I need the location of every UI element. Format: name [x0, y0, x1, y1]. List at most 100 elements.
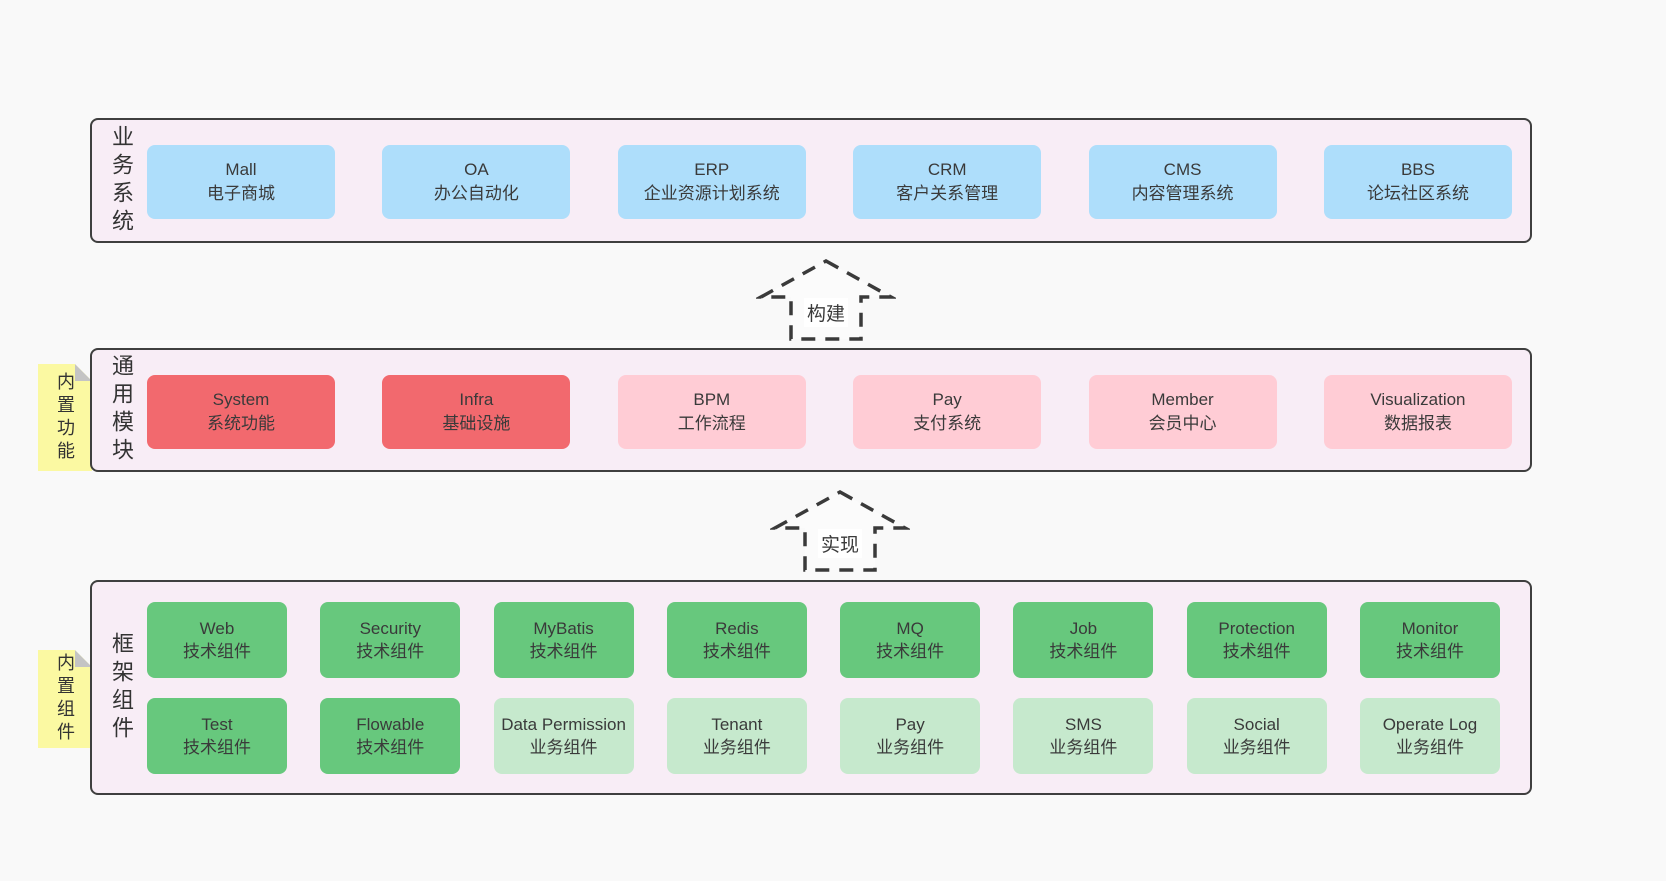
node-subtitle: 技术组件	[1049, 642, 1118, 661]
node-title: Security	[359, 619, 421, 638]
node-title: Web	[199, 619, 235, 638]
business-systems-boxes: Mall 电子商城 OA 办公自动化 ERP 企业资源计划系统 CRM 客户关系…	[147, 145, 1512, 219]
arrow-implement: 实现	[770, 487, 910, 573]
section-business-systems: 业务系统 Mall 电子商城 OA 办公自动化 ERP 企业资源计划系统 CRM…	[90, 118, 1532, 243]
node-subtitle: 技术组件	[183, 642, 251, 661]
node-title: CRM	[927, 160, 967, 179]
node-job: Job 技术组件	[1013, 602, 1154, 678]
sticky-note-text: 内置组件	[55, 653, 75, 745]
node-subtitle: 业务组件	[876, 738, 945, 757]
node-test: Test 技术组件	[147, 698, 287, 774]
node-subtitle: 基础设施	[442, 414, 511, 433]
node-social: Social 业务组件	[1186, 698, 1327, 774]
node-erp: ERP 企业资源计划系统	[617, 145, 806, 219]
node-visualization: Visualization 数据报表	[1323, 375, 1512, 449]
framework-components-row-2: Test 技术组件 Flowable 技术组件 Data Permission …	[147, 698, 1500, 774]
node-subtitle: 论坛社区系统	[1366, 184, 1469, 203]
node-subtitle: 系统功能	[207, 414, 275, 433]
node-subtitle: 业务组件	[1049, 738, 1118, 757]
framework-components-boxes: Web 技术组件 Security 技术组件 MyBatis 技术组件 Redi…	[147, 602, 1500, 774]
node-title: Visualization	[1370, 390, 1466, 409]
node-data-permission: Data Permission 业务组件	[493, 698, 634, 774]
node-title: Flowable	[356, 715, 425, 734]
node-title: Pay	[932, 390, 962, 409]
node-flowable: Flowable 技术组件	[320, 698, 461, 774]
node-subtitle: 企业资源计划系统	[643, 184, 780, 203]
node-infra: Infra 基础设施	[382, 375, 571, 449]
node-title: Mall	[225, 160, 257, 179]
node-web: Web 技术组件	[147, 602, 287, 678]
node-pay-system: Pay 支付系统	[853, 375, 1042, 449]
arrow-build-label: 构建	[803, 298, 849, 327]
node-subtitle: 技术组件	[183, 738, 251, 757]
section-framework-components-label: 框架组件	[109, 631, 134, 744]
node-subtitle: 技术组件	[1222, 642, 1291, 661]
node-title: BBS	[1400, 160, 1435, 179]
node-title: BPM	[693, 390, 731, 409]
node-title: System	[212, 390, 270, 409]
node-redis: Redis 技术组件	[666, 602, 807, 678]
section-common-modules: 通用模块 System 系统功能 Infra 基础设施 BPM 工作流程 Pay…	[90, 348, 1532, 472]
node-member: Member 会员中心	[1088, 375, 1277, 449]
section-business-systems-label: 业务系统	[109, 124, 134, 237]
sticky-note-builtin-components: 内置组件	[38, 650, 92, 748]
node-subtitle: 业务组件	[1395, 738, 1464, 757]
node-subtitle: 支付系统	[913, 414, 982, 433]
node-oa: OA 办公自动化	[382, 145, 571, 219]
node-subtitle: 会员中心	[1148, 414, 1217, 433]
node-subtitle: 业务组件	[702, 738, 771, 757]
node-title: Monitor	[1401, 619, 1459, 638]
node-title: Test	[201, 715, 233, 734]
node-title: Social	[1233, 715, 1280, 734]
sticky-note-builtin-features: 内置功能	[38, 364, 92, 471]
node-security: Security 技术组件	[320, 602, 461, 678]
node-title: Infra	[459, 390, 494, 409]
node-title: Operate Log	[1382, 715, 1478, 734]
node-title: Data Permission	[501, 715, 626, 734]
node-subtitle: 办公自动化	[433, 184, 519, 203]
node-mybatis: MyBatis 技术组件	[493, 602, 634, 678]
node-crm: CRM 客户关系管理	[853, 145, 1042, 219]
node-title: OA	[464, 160, 489, 179]
node-title: Redis	[715, 619, 759, 638]
node-mq: MQ 技术组件	[840, 602, 981, 678]
node-subtitle: 数据报表	[1383, 414, 1452, 433]
common-modules-boxes: System 系统功能 Infra 基础设施 BPM 工作流程 Pay 支付系统…	[147, 375, 1512, 449]
node-bbs: BBS 论坛社区系统	[1323, 145, 1512, 219]
node-system: System 系统功能	[147, 375, 335, 449]
node-subtitle: 技术组件	[356, 642, 425, 661]
node-title: CMS	[1163, 160, 1202, 179]
node-title: Tenant	[711, 715, 763, 734]
node-protection: Protection 技术组件	[1186, 602, 1327, 678]
node-title: ERP	[694, 160, 730, 179]
node-subtitle: 技术组件	[529, 642, 598, 661]
node-subtitle: 技术组件	[876, 642, 945, 661]
node-bpm: BPM 工作流程	[617, 375, 806, 449]
node-subtitle: 业务组件	[1222, 738, 1291, 757]
section-common-modules-label: 通用模块	[109, 354, 134, 466]
node-title: Protection	[1218, 619, 1295, 638]
node-subtitle: 技术组件	[702, 642, 771, 661]
node-subtitle: 客户关系管理	[896, 184, 999, 203]
node-title: Job	[1069, 619, 1098, 638]
node-title: Member	[1151, 390, 1214, 409]
arrow-build: 构建	[756, 256, 896, 342]
node-title: Pay	[895, 715, 925, 734]
framework-components-row-1: Web 技术组件 Security 技术组件 MyBatis 技术组件 Redi…	[147, 602, 1500, 678]
node-title: MyBatis	[533, 619, 594, 638]
node-sms: SMS 业务组件	[1013, 698, 1154, 774]
arrow-implement-label: 实现	[817, 529, 863, 558]
node-mall: Mall 电子商城	[147, 145, 335, 219]
node-pay-component: Pay 业务组件	[840, 698, 981, 774]
section-framework-components: 框架组件 Web 技术组件 Security 技术组件 MyBatis 技术组件…	[90, 580, 1532, 795]
node-subtitle: 技术组件	[356, 738, 425, 757]
node-title: SMS	[1064, 715, 1102, 734]
sticky-note-text: 内置功能	[55, 371, 75, 464]
node-cms: CMS 内容管理系统	[1088, 145, 1277, 219]
node-subtitle: 电子商城	[207, 184, 275, 203]
node-subtitle: 业务组件	[529, 738, 598, 757]
node-title: MQ	[896, 619, 924, 638]
node-subtitle: 内容管理系统	[1131, 184, 1234, 203]
node-monitor: Monitor 技术组件	[1359, 602, 1500, 678]
